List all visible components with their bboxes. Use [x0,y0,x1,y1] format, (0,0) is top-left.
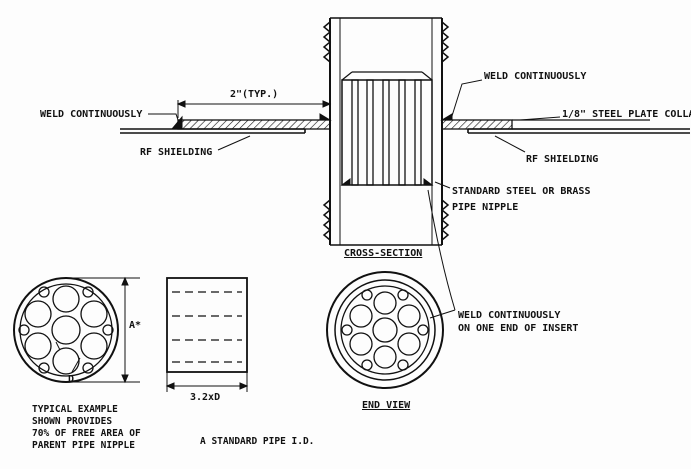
insert-tubes-section [340,71,434,186]
label-example-line4: PARENT PIPE NIPPLE [32,440,135,451]
label-weld-left: WELD CONTINUOUSLY [40,109,142,120]
label-dim-len: 3.2xD [190,392,220,403]
end-view [326,189,456,389]
label-weld-right: WELD CONTINUOUSLY [484,71,586,82]
label-footnote: A STANDARD PIPE I.D. [200,436,314,447]
label-dim-d: D [68,374,74,385]
cross-section-view [120,17,690,246]
label-end-view: END VIEW [362,400,411,411]
insert-side-view [165,277,249,392]
label-example-line3: 70% OF FREE AREA OF [32,428,141,439]
label-dim-a: A* [129,320,141,331]
end-view-tubes [341,289,429,371]
label-dim-typ: 2"(TYP.) [230,89,278,100]
label-nipple-line1: STANDARD STEEL OR BRASS [452,186,590,197]
label-rf-right: RF SHIELDING [526,154,598,165]
label-weld-insert-line1: WELD CONTINUOUSLY [458,310,560,321]
leader-lines-top [148,79,561,189]
label-example-line1: TYPICAL EXAMPLE [32,404,118,415]
label-rf-left: RF SHIELDING [140,147,212,158]
right-rf-shielding [467,128,690,134]
label-example-line2: SHOWN PROVIDES [32,416,112,427]
left-collar [170,113,332,130]
dimension-a [66,276,140,384]
label-weld-insert-line2: ON ONE END OF INSERT [458,323,578,334]
dimension-2in [176,100,332,118]
label-nipple-line2: PIPE NIPPLE [452,202,518,213]
typical-example-end [13,277,119,383]
left-rf-shielding [120,128,306,134]
label-cross-section: CROSS-SECTION [344,248,422,259]
label-collar: 1/8" STEEL PLATE COLLAR [562,109,691,120]
